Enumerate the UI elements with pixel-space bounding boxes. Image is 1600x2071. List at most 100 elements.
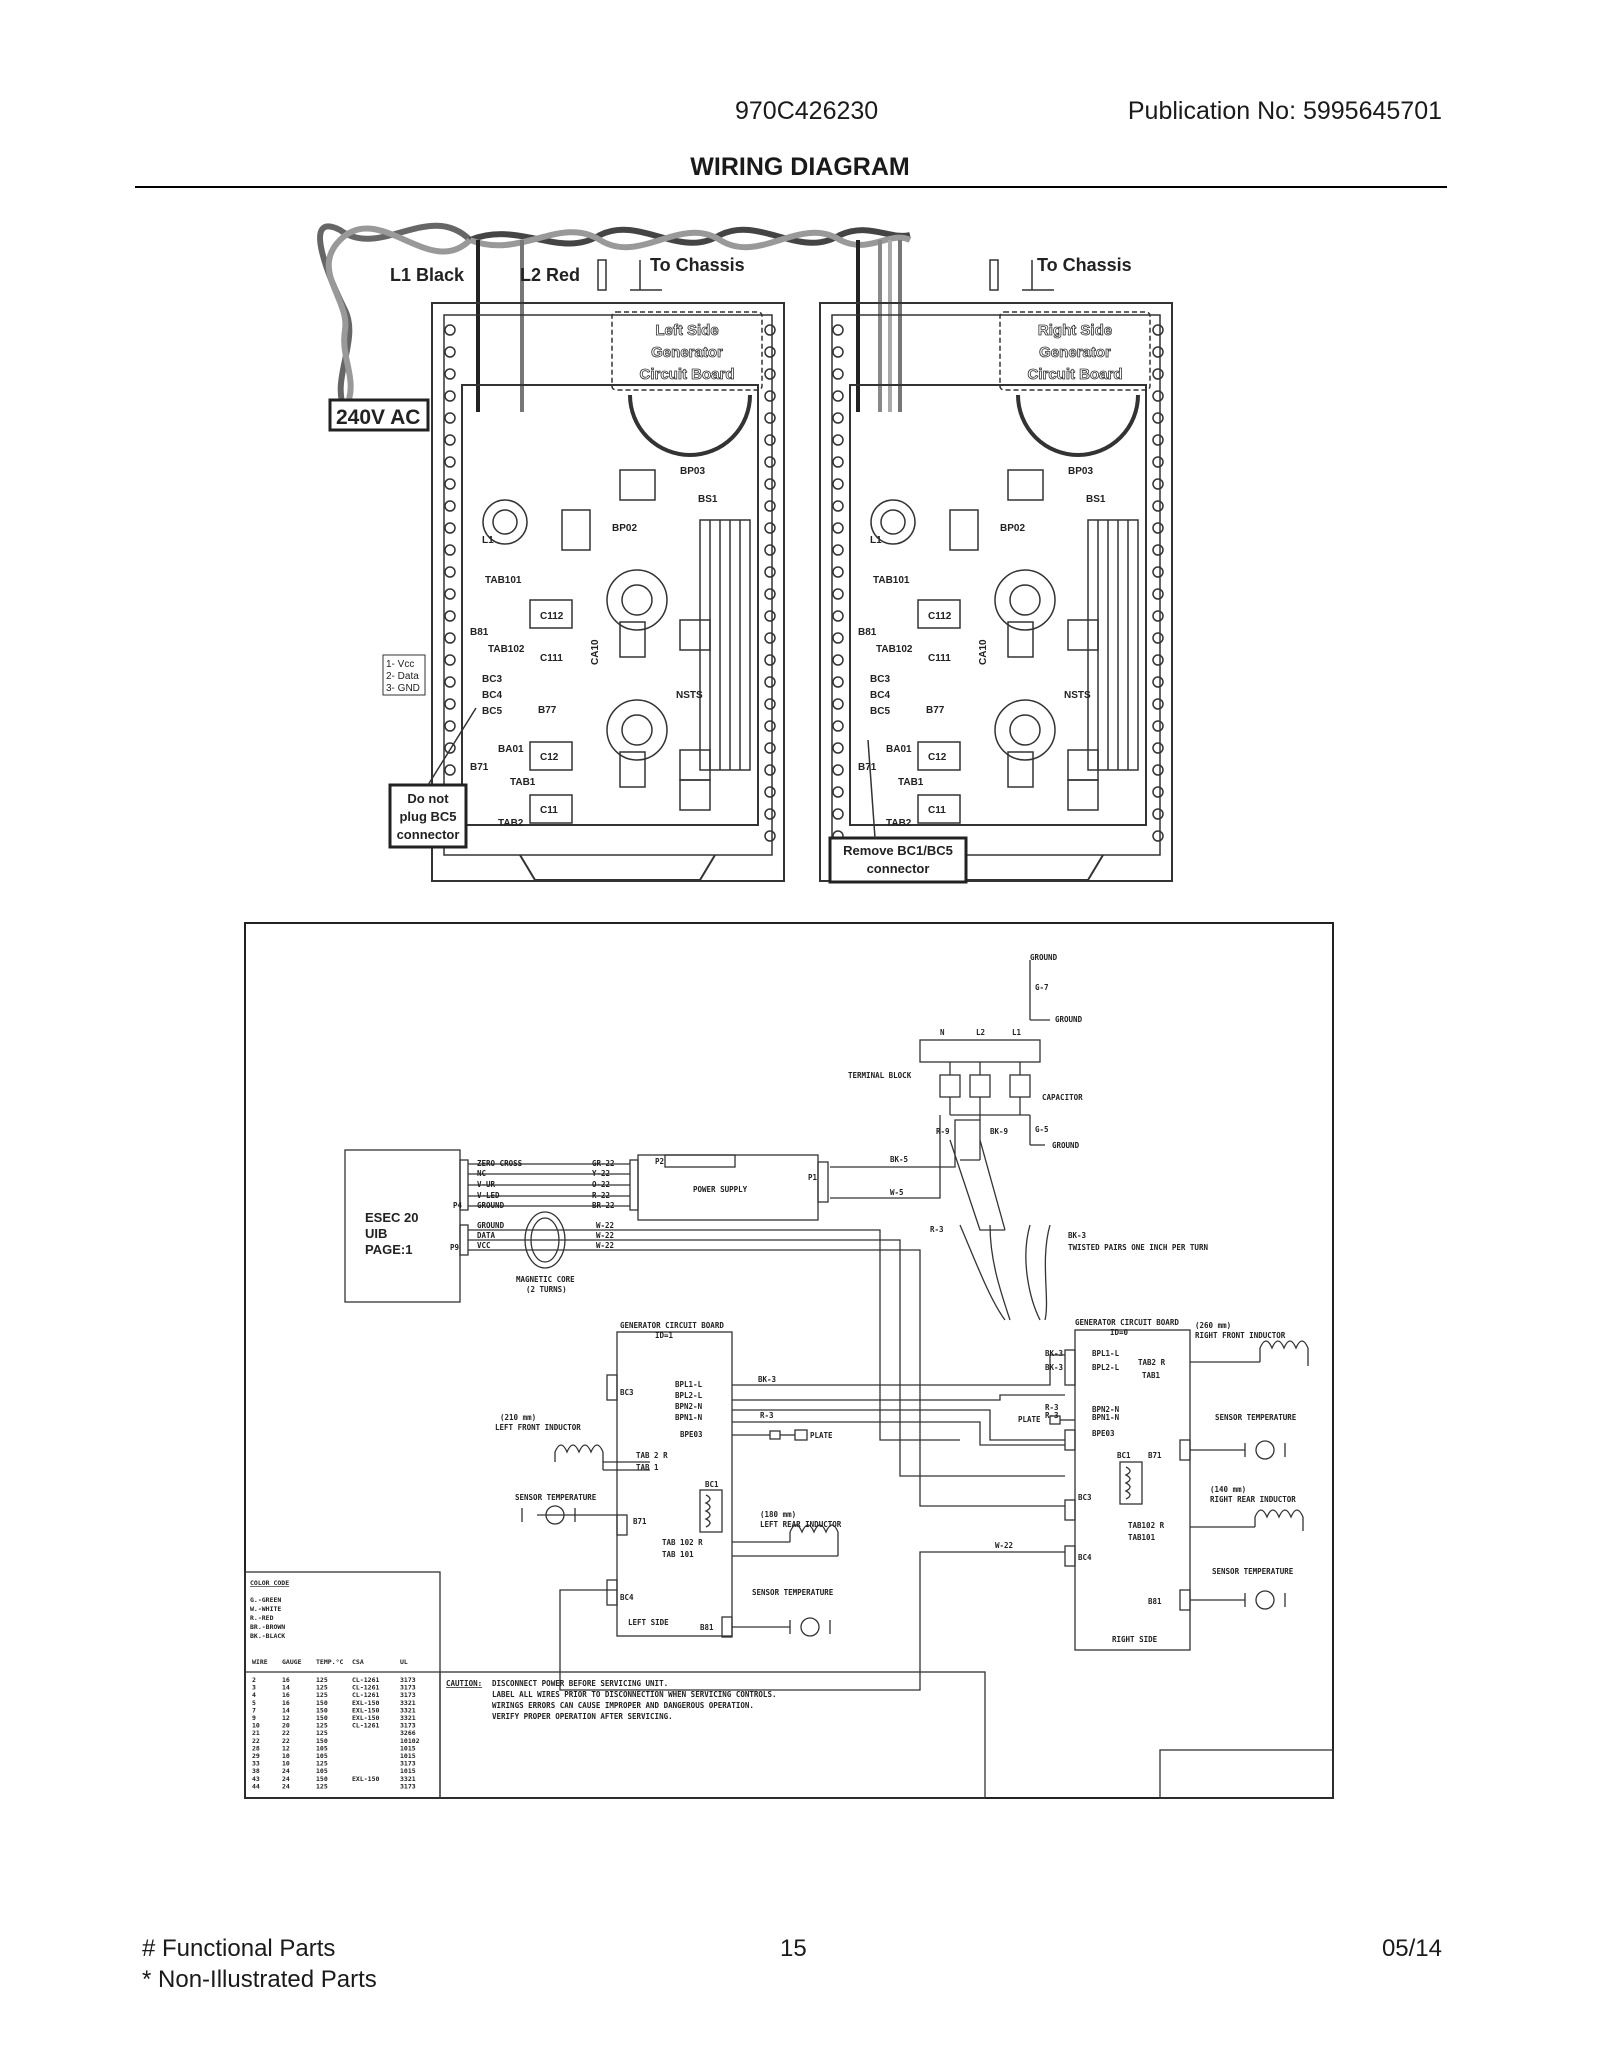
bk9-label: BK-9	[990, 1127, 1009, 1136]
wire-table-cell: 24	[282, 1775, 290, 1783]
right-bc5: BC5	[870, 706, 890, 717]
left-tab2: TAB2	[498, 818, 524, 829]
wire-table-cell: 14	[282, 1706, 290, 1714]
left-side-label: LEFT SIDE	[628, 1618, 669, 1627]
l1-term: L1	[1012, 1028, 1022, 1037]
p4-wire-3: O-22	[592, 1180, 610, 1189]
panel-hole	[444, 544, 456, 556]
panel-hole	[764, 324, 776, 336]
panel-hole	[832, 434, 844, 446]
panel-hole	[832, 390, 844, 402]
panel-hole	[764, 632, 776, 644]
panel-hole	[1152, 720, 1164, 732]
pin-2: 2- Data	[386, 671, 419, 682]
right-tab102: TAB102	[876, 644, 913, 655]
panel-hole	[444, 720, 456, 732]
wire-table-cell: 10	[252, 1722, 260, 1730]
left-c12: C12	[540, 752, 559, 763]
panel-hole	[1152, 346, 1164, 358]
panel-hole	[444, 324, 456, 336]
panel-hole	[832, 500, 844, 512]
g7-label: G-7	[1035, 983, 1049, 992]
panel-hole	[1152, 478, 1164, 490]
right-bk3: BK-3	[1045, 1349, 1064, 1358]
left-sensor-2: SENSOR TEMPERATURE	[752, 1588, 834, 1597]
pin-1: 1- Vcc	[386, 659, 414, 670]
panel-hole	[1152, 522, 1164, 534]
wire-table-cell: 5	[252, 1699, 256, 1707]
wire-table-cell: 150	[316, 1699, 328, 1707]
left-tab102r: TAB 102 R	[662, 1538, 703, 1547]
wire-table-cell: 150	[316, 1775, 328, 1783]
left-tab1: TAB1	[510, 777, 536, 788]
right-term-1: BPL1-L	[1092, 1349, 1120, 1358]
power-supply-label: POWER SUPPLY	[693, 1185, 748, 1194]
panel-hole	[764, 368, 776, 380]
page-title: WIRING DIAGRAM	[690, 153, 910, 181]
left-rear-2: LEFT REAR INDUCTOR	[760, 1520, 842, 1529]
panel-hole	[832, 632, 844, 644]
p9-sig-2: DATA	[477, 1231, 496, 1240]
p9-wire-2: W-22	[596, 1231, 614, 1240]
plate-left: PLATE	[810, 1431, 833, 1440]
left-term-3: BPN2-N	[675, 1402, 703, 1411]
panel-hole	[832, 764, 844, 776]
left-term-4: BPN1-N	[675, 1413, 703, 1422]
panel-hole	[1152, 368, 1164, 380]
schematic-wires	[244, 960, 1334, 1799]
right-sensor-1: SENSOR TEMPERATURE	[1215, 1413, 1297, 1422]
left-b81: B81	[470, 627, 489, 638]
panel-hole	[1152, 786, 1164, 798]
left-tab101: TAB 101	[662, 1550, 694, 1559]
left-bc3: BC3	[620, 1388, 634, 1397]
left-board-title-1: Left Side	[655, 322, 718, 339]
pin-3: 3- GND	[386, 683, 420, 694]
panel-hole	[764, 698, 776, 710]
panel-hole	[764, 478, 776, 490]
p9-sig-1: GROUND	[477, 1221, 505, 1230]
panel-hole	[444, 764, 456, 776]
wire-table-cell: 22	[252, 1737, 260, 1745]
wire-table-cell: EXL-150	[352, 1699, 379, 1707]
wire-table-header: WIRE	[252, 1658, 268, 1666]
chassis-ground-symbols	[597, 259, 1054, 291]
panel-hole	[832, 368, 844, 380]
left-term-2: BPL2-L	[675, 1391, 703, 1400]
panel-hole	[764, 500, 776, 512]
panel-hole	[1152, 390, 1164, 402]
wire-table-cell: EXL-150	[352, 1714, 379, 1722]
wire-table-cell: 9	[252, 1714, 256, 1722]
left-bc1: BC1	[705, 1480, 719, 1489]
panel-hole	[1152, 698, 1164, 710]
left-tab2r: TAB 2 R	[636, 1451, 668, 1460]
left-c112: C112	[540, 611, 564, 622]
left-bk3: BK-3	[758, 1375, 777, 1384]
panel-hole	[832, 324, 844, 336]
panel-hole	[764, 544, 776, 556]
left-b71: B71	[633, 1517, 647, 1526]
p2-label: P2	[655, 1157, 664, 1166]
page-number: 15	[780, 1935, 807, 1962]
left-tab1: TAB 1	[636, 1463, 659, 1472]
twisted-label: TWISTED PAIRS ONE INCH PER TURN	[1068, 1243, 1208, 1252]
l2-term: L2	[976, 1028, 985, 1037]
right-board-title-1: Right Side	[1038, 322, 1112, 339]
footer-date: 05/14	[1381, 1935, 1442, 1962]
wire-table-cell: 3173	[400, 1691, 416, 1699]
wire-table-cell: 24	[282, 1782, 290, 1790]
right-bp03: BP03	[1068, 466, 1093, 477]
panel-hole	[832, 676, 844, 688]
wire-table-cell: 1015	[400, 1752, 416, 1760]
wire-table-cell: 3173	[400, 1782, 416, 1790]
wire-table-cell: 125	[316, 1691, 328, 1699]
right-ba01: BA01	[886, 744, 912, 755]
caution-label: CAUTION:	[446, 1679, 482, 1688]
right-term-4: BPN1-N	[1092, 1413, 1120, 1422]
panel-hole	[444, 500, 456, 512]
panel-hole	[444, 698, 456, 710]
panel-hole	[444, 632, 456, 644]
wire-table-cell: 22	[282, 1729, 290, 1737]
right-b77: B77	[926, 705, 945, 716]
to-chassis-right: To Chassis	[1037, 255, 1132, 275]
